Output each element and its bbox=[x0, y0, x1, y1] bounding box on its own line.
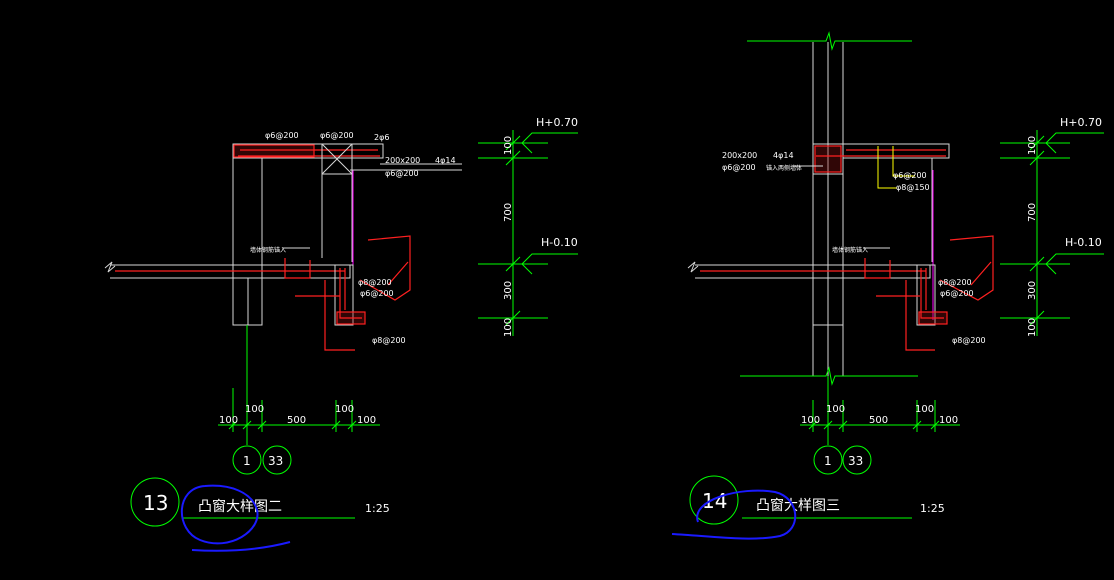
axis-label-b: 33 bbox=[848, 454, 863, 468]
top-slab bbox=[232, 143, 384, 262]
axis-label-b: 33 bbox=[268, 454, 283, 468]
vert-dim-2: 700 bbox=[1027, 203, 1038, 222]
rebar-label-top-3: 2φ6 bbox=[374, 133, 389, 142]
level-label-top: H+0.70 bbox=[1060, 116, 1102, 129]
level-label-mid: H-0.10 bbox=[1065, 236, 1102, 249]
rebar-leaders bbox=[283, 163, 462, 301]
beam-stirrup-label: φ6@200 bbox=[722, 163, 756, 172]
horiz-dim-5: 100 bbox=[357, 415, 376, 426]
horiz-dim-2: 100 bbox=[826, 404, 845, 415]
beam-size-label: 200x200 bbox=[722, 151, 757, 160]
detail-title: 凸窗大样图三 bbox=[756, 497, 840, 514]
column-outline bbox=[740, 31, 918, 386]
detail-title: 凸窗大样图二 bbox=[198, 498, 282, 515]
rebar-label-top-2: φ8@150 bbox=[896, 183, 930, 192]
vertical-dimension-chain bbox=[1000, 130, 1104, 336]
horiz-dim-4: 100 bbox=[915, 404, 934, 415]
beam-bars-label: 4φ14 bbox=[773, 151, 794, 160]
detail-number-circle bbox=[689, 475, 739, 525]
horiz-dim-3: 500 bbox=[869, 415, 888, 426]
detail-13: φ6@200 φ6@200 2φ6 200x200 4φ14 φ6@200 墙体… bbox=[104, 116, 578, 552]
horiz-dim-2: 100 bbox=[245, 404, 264, 415]
rebar-label-slab-2: φ6@200 bbox=[940, 289, 974, 298]
rebar-label-top-1: φ6@200 bbox=[265, 131, 299, 140]
axis-label-a: 1 bbox=[824, 454, 832, 468]
floor-slab bbox=[104, 258, 366, 351]
top-slab bbox=[795, 143, 950, 320]
vert-dim-3: 300 bbox=[1027, 281, 1038, 300]
rebar-leaders bbox=[863, 235, 994, 301]
anchor-note-label: 墙体钢筋锚入 bbox=[832, 246, 868, 254]
beam-note-label: 锚入两侧墙体 bbox=[766, 164, 802, 172]
beam-bars-label: 4φ14 bbox=[435, 156, 456, 165]
detail-number: 13 bbox=[143, 491, 168, 515]
beam-stirrup-label: φ6@200 bbox=[385, 169, 419, 178]
axis-bubble-a bbox=[232, 445, 262, 475]
detail-14: 200x200 4φ14 φ6@200 锚入两侧墙体 φ6@200 φ8@150… bbox=[671, 31, 1104, 540]
vert-dim-4: 100 bbox=[503, 318, 514, 337]
rebar-label-slab-1: φ8@200 bbox=[938, 278, 972, 287]
rebar-label-top-2: φ6@200 bbox=[320, 131, 354, 140]
vert-dim-3: 300 bbox=[503, 281, 514, 300]
axis-bubble-b bbox=[842, 445, 872, 475]
horizontal-dimension-chain bbox=[800, 376, 960, 445]
vertical-dimension-chain bbox=[478, 130, 578, 336]
detail-number: 14 bbox=[702, 489, 727, 513]
horiz-dim-1: 100 bbox=[219, 415, 238, 426]
vert-dim-1: 100 bbox=[503, 136, 514, 155]
markup-scribble bbox=[180, 484, 291, 552]
detail-scale: 1:25 bbox=[365, 502, 390, 515]
floor-slab bbox=[687, 258, 948, 351]
axis-bubble-b bbox=[262, 445, 292, 475]
horiz-dim-5: 100 bbox=[939, 415, 958, 426]
detail-number-circle bbox=[130, 477, 180, 527]
axis-bubble-a bbox=[813, 445, 843, 475]
anchor-note-label: 墙体钢筋锚入 bbox=[250, 246, 286, 254]
horiz-dim-1: 100 bbox=[801, 415, 820, 426]
rebar-label-bottom: φ8@200 bbox=[372, 336, 406, 345]
markup-scribble bbox=[671, 489, 797, 540]
horiz-dim-4: 100 bbox=[335, 404, 354, 415]
vert-dim-2: 700 bbox=[503, 203, 514, 222]
vert-dim-1: 100 bbox=[1027, 136, 1038, 155]
rebar-label-bottom: φ8@200 bbox=[952, 336, 986, 345]
rebar-label-top-1: φ6@200 bbox=[893, 171, 927, 180]
level-label-top: H+0.70 bbox=[536, 116, 578, 129]
rebar-label-slab-1: φ8@200 bbox=[358, 278, 392, 287]
axis-label-a: 1 bbox=[243, 454, 251, 468]
rebar-label-slab-2: φ6@200 bbox=[360, 289, 394, 298]
detail-scale: 1:25 bbox=[920, 502, 945, 515]
level-label-mid: H-0.10 bbox=[541, 236, 578, 249]
horizontal-dimension-chain bbox=[218, 325, 380, 445]
vert-dim-4: 100 bbox=[1027, 318, 1038, 337]
horiz-dim-3: 500 bbox=[287, 415, 306, 426]
beam-size-label: 200x200 bbox=[385, 156, 420, 165]
